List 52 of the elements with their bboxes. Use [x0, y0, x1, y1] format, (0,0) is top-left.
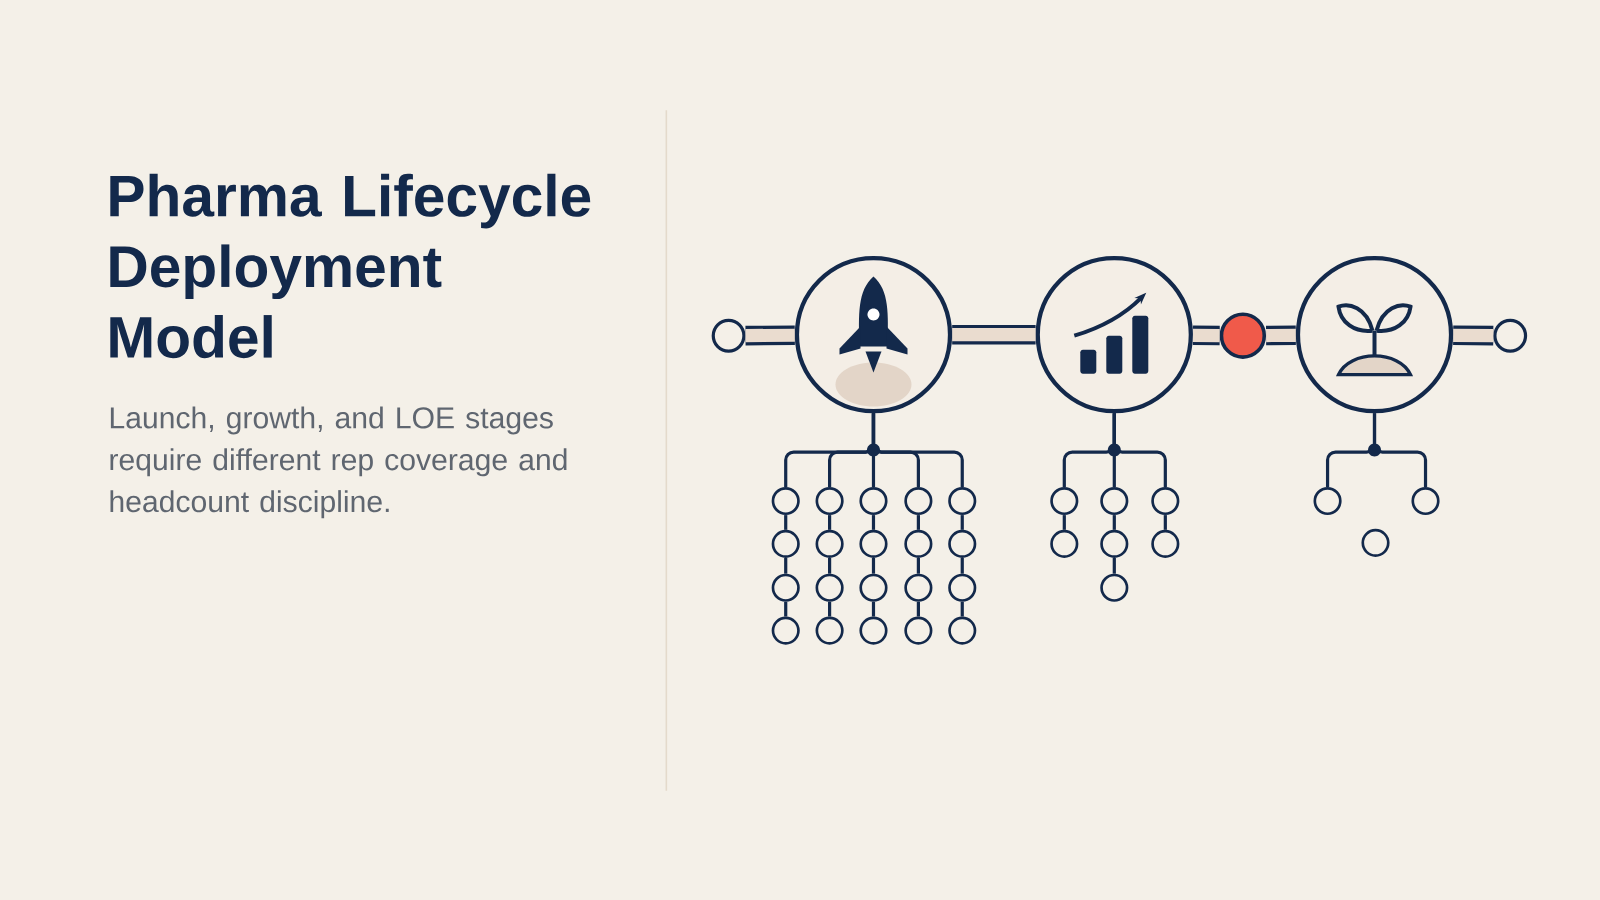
- stage-circle: [1035, 256, 1193, 414]
- connector-line: [871, 515, 876, 530]
- rep-circle: [1100, 573, 1129, 602]
- subtitle: Launch, growth, and LOE stages require different rep coverage and headcount discipline.: [110, 406, 567, 519]
- connector-line: [1112, 515, 1116, 530]
- connector-line: [1266, 325, 1296, 346]
- connector-line: [960, 515, 964, 530]
- rep-circle: [948, 616, 977, 645]
- rep-circle: [771, 529, 800, 558]
- rep-circle: [771, 616, 800, 645]
- connector-line: [916, 515, 920, 530]
- connector-line: [1453, 325, 1494, 346]
- connector-line: [871, 601, 876, 617]
- connector-line: [1163, 515, 1167, 530]
- rep-circle: [815, 616, 844, 645]
- rep-circle: [815, 529, 844, 558]
- rep-circle: [1151, 529, 1180, 558]
- rep-circle: [859, 529, 888, 558]
- end-circle: [1493, 318, 1528, 353]
- rep-circle: [948, 573, 977, 602]
- connector-line: [1062, 515, 1066, 530]
- connector-line: [784, 601, 788, 617]
- connector-line: [1192, 325, 1220, 346]
- rep-circle: [904, 616, 933, 645]
- rep-circle: [1361, 528, 1390, 557]
- rep-circle: [904, 529, 933, 558]
- connector-line: [828, 601, 832, 617]
- rep-circle: [859, 573, 888, 602]
- connector-line: [871, 557, 876, 574]
- connector-line: [745, 325, 795, 346]
- rep-circle: [859, 616, 888, 645]
- title: Pharma Lifecycle Deployment Model: [110, 173, 591, 359]
- connector-line: [960, 557, 964, 574]
- rep-circle: [904, 573, 933, 602]
- connector-line: [952, 324, 1036, 345]
- rep-circle: [771, 573, 800, 602]
- connector-line: [1112, 413, 1167, 487]
- connector-line: [784, 557, 788, 574]
- connector-line: [871, 413, 964, 487]
- connector-line: [828, 515, 832, 530]
- connector-line: [916, 601, 920, 617]
- connector-line: [828, 557, 832, 574]
- rep-circle: [815, 573, 844, 602]
- rep-circle: [1050, 529, 1079, 558]
- rep-circle: [1100, 529, 1129, 558]
- connector-line: [1112, 557, 1116, 574]
- connector-line: [960, 601, 964, 617]
- connector-line: [916, 557, 920, 574]
- connector-line: [1372, 413, 1428, 487]
- rep-circle: [948, 529, 977, 558]
- end-circle: [711, 318, 746, 353]
- connector-line: [784, 515, 788, 530]
